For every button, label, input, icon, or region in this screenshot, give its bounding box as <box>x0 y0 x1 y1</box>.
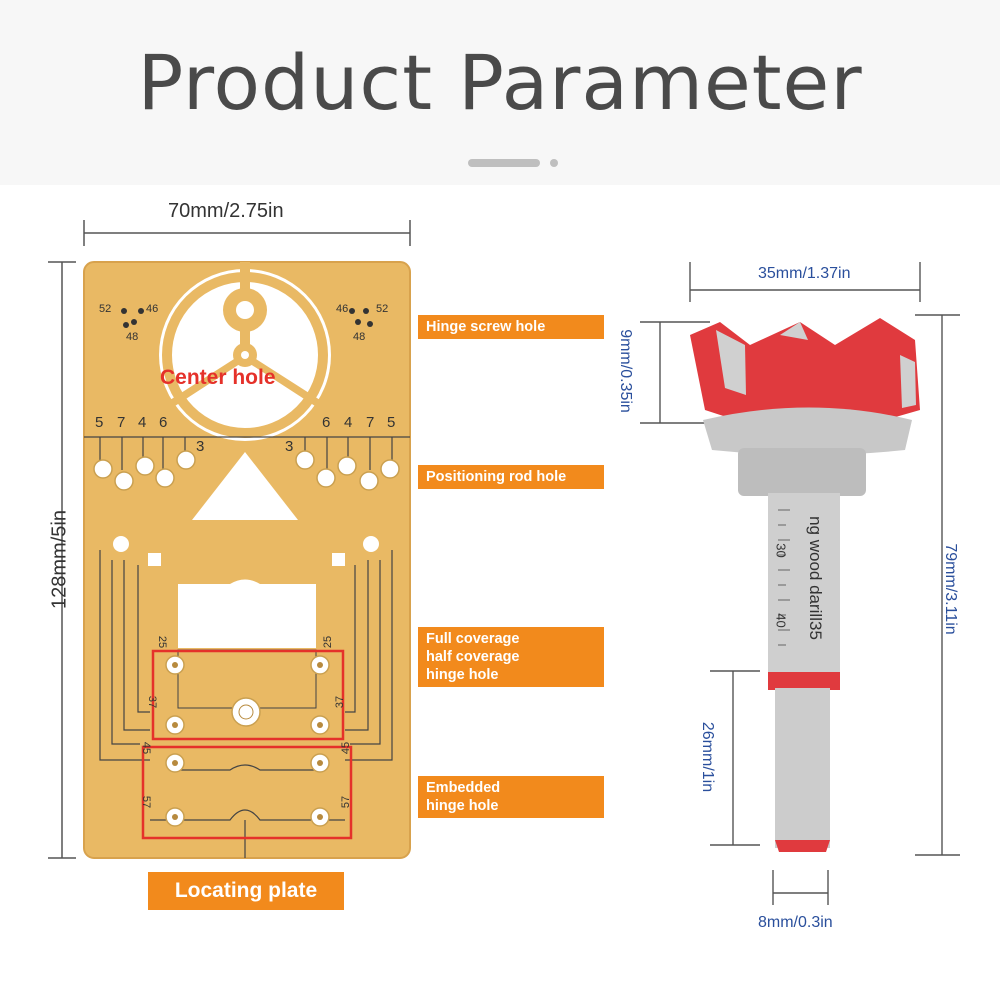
scale-number: 4 <box>344 414 353 431</box>
plate-height-label: 128mm/5in <box>48 510 71 609</box>
flange <box>703 407 912 455</box>
hole-mark: 45 <box>140 741 153 755</box>
title-underline-bar <box>468 159 540 167</box>
cutter-head <box>690 318 920 430</box>
callout-line: Full coverage <box>426 631 520 647</box>
bit-shank-length-label: 26mm/1in <box>699 721 716 793</box>
scale-number: 3 <box>285 438 294 455</box>
hole-mark: 45 <box>340 741 353 755</box>
scale-number: 7 <box>117 414 126 431</box>
plate-height-dimension-line <box>48 261 76 859</box>
scale-number: 5 <box>95 414 104 431</box>
callout-full-coverage: Full coverage half coverage hinge hole <box>418 627 604 687</box>
plate-number: 46 <box>336 303 349 315</box>
hinge-window <box>178 579 316 648</box>
hole-mark: 57 <box>140 795 153 809</box>
positioning-rod-holes <box>93 450 400 491</box>
plate-number: 48 <box>353 331 366 343</box>
hole-mark: 25 <box>322 635 335 649</box>
collar <box>738 448 866 496</box>
embedded-box <box>141 745 353 840</box>
drill-bit <box>640 262 960 905</box>
scale-number: 4 <box>138 414 147 431</box>
bit-head-width-label: 35mm/1.37in <box>758 265 851 282</box>
bit-cutter-height-label: 9mm/0.35in <box>617 329 634 413</box>
bit-scale-mark: 30 <box>773 543 789 558</box>
plate-number: 46 <box>146 303 159 315</box>
plate-number: 52 <box>376 303 389 315</box>
plate-width-dimension-line <box>83 220 411 246</box>
plate-number: 52 <box>99 303 112 315</box>
callout-embedded: Embedded hinge hole <box>418 776 604 818</box>
full-coverage-box <box>151 649 345 741</box>
bit-shank-diameter-label: 8mm/0.3in <box>758 914 833 931</box>
depth-ring <box>768 672 840 690</box>
hole-mark: 37 <box>146 695 159 709</box>
hinge-screw-holes <box>121 308 373 328</box>
page-title: Product Parameter <box>137 38 863 127</box>
plate-number: 48 <box>126 331 139 343</box>
callout-line: half coverage <box>426 649 520 665</box>
bit-dimension-lines <box>640 262 960 905</box>
hole-mark: 37 <box>334 695 347 709</box>
triangle-cutout <box>192 452 298 520</box>
hinge-holes <box>165 655 330 827</box>
center-hole-label: Center hole <box>160 366 276 389</box>
bit-body <box>768 493 840 673</box>
callout-positioning-rod-hole: Positioning rod hole <box>418 465 604 489</box>
bit-total-length-label: 79mm/3.11in <box>942 543 959 635</box>
callout-hinge-screw-hole: Hinge screw hole <box>418 315 604 339</box>
bit-scale-mark: 40 <box>773 613 789 628</box>
title-underline-dot <box>550 159 558 167</box>
shank <box>775 688 830 848</box>
header-band <box>0 0 1000 185</box>
callout-line: hinge hole <box>426 798 499 814</box>
hole-mark: 57 <box>340 795 353 809</box>
scale-number: 6 <box>322 414 331 431</box>
scale-number: 3 <box>196 438 205 455</box>
scale-number: 7 <box>366 414 375 431</box>
callout-line: hinge hole <box>426 667 499 683</box>
plate-width-label: 70mm/2.75in <box>168 200 284 222</box>
scale-number: 5 <box>387 414 396 431</box>
callout-line: Embedded <box>426 780 501 796</box>
scale-number: 6 <box>159 414 168 431</box>
locating-plate-caption: Locating plate <box>148 872 344 910</box>
hole-mark: 25 <box>156 635 169 649</box>
bit-engraving: ng wood darill35 <box>806 516 825 640</box>
locating-plate <box>83 261 411 859</box>
